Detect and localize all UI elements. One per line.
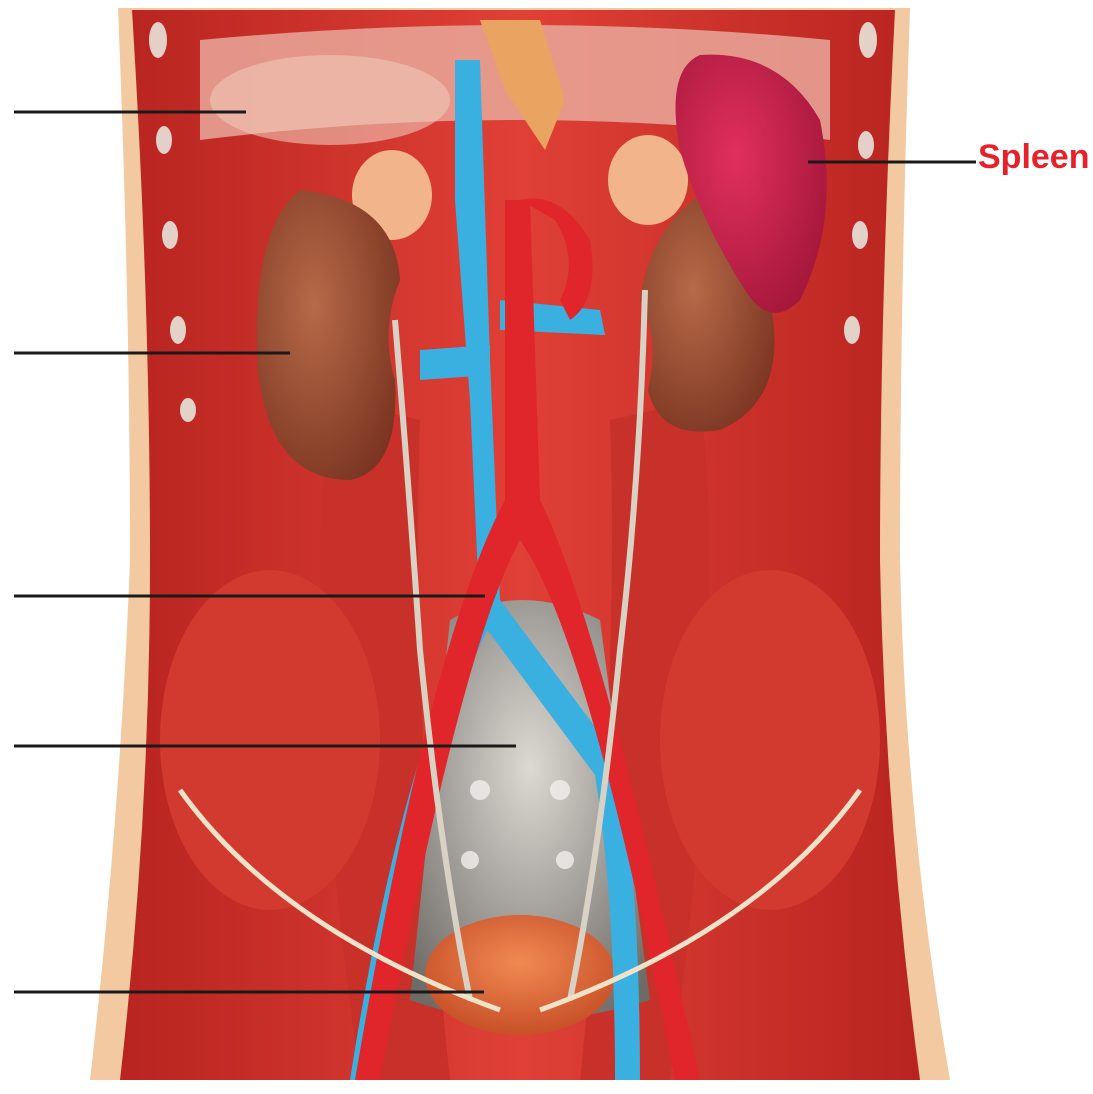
adrenal-right <box>608 135 688 225</box>
kidney-left <box>257 190 400 480</box>
bladder <box>425 915 615 1035</box>
renal-vein-left <box>420 345 490 380</box>
iliacus-left <box>160 570 380 910</box>
liver-shadow <box>210 55 450 145</box>
iliacus-right <box>660 570 880 910</box>
label-spleen: Spleen <box>978 140 1089 174</box>
